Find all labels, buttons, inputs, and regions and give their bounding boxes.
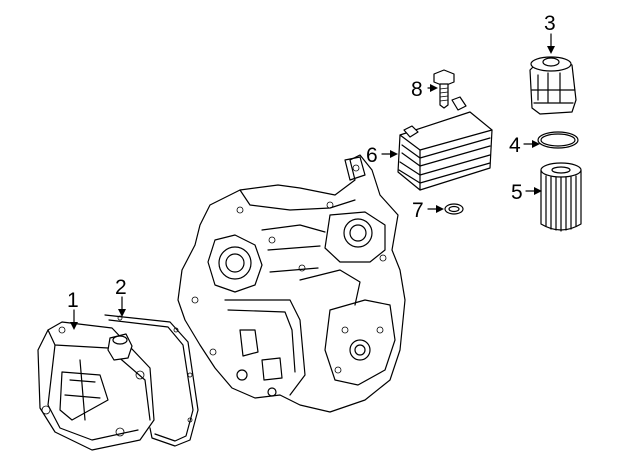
callout-5: 5 (511, 181, 523, 204)
callout-1: 1 (67, 289, 79, 312)
small-seal-ring (444, 203, 464, 215)
leader-lines (70, 33, 555, 330)
mounting-bolt (433, 69, 455, 109)
callout-2: 2 (115, 276, 127, 299)
callout-4: 4 (509, 134, 521, 157)
oil-cooler (397, 96, 493, 191)
transmission-housing (177, 154, 406, 413)
pan-gasket (104, 314, 199, 447)
callout-8: 8 (411, 78, 423, 101)
oil-pan (37, 321, 155, 451)
o-ring-seal (537, 131, 579, 149)
callout-labels: 1 2 3 4 5 6 7 8 (67, 12, 556, 312)
callout-3: 3 (544, 12, 556, 35)
callout-7: 7 (412, 199, 424, 222)
filter-housing-cap (529, 56, 577, 115)
oil-filter-element (540, 162, 582, 232)
callout-6: 6 (366, 144, 378, 167)
